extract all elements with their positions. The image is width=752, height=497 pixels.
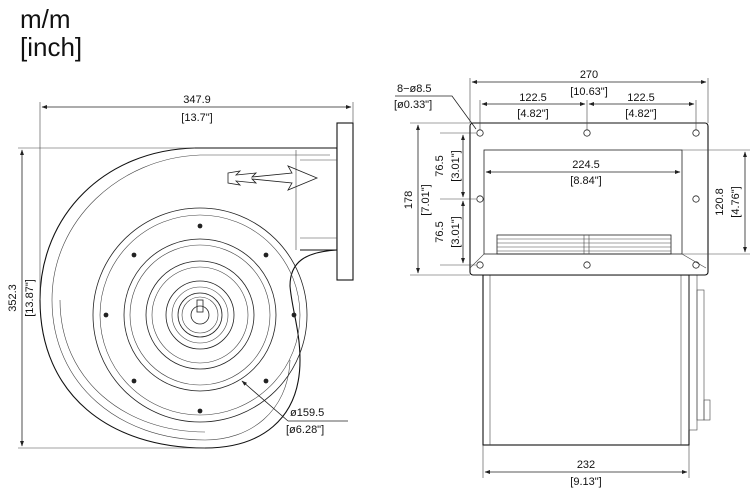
flange-height-mm: 178	[403, 191, 415, 209]
motor-mounting-holes	[103, 223, 297, 414]
front-height-mm: 352.3	[7, 284, 19, 312]
hole-pitch-right-mm: 122.5	[627, 92, 655, 104]
unit-secondary: [inch]	[20, 32, 83, 62]
opening-width-in: [8.84"]	[570, 175, 601, 187]
side-overall-width-mm: 270	[580, 69, 598, 81]
flange-holes	[476, 129, 700, 269]
front-width-mm: 347.9	[183, 94, 211, 106]
flange-height-in: [7.01"]	[420, 184, 432, 215]
lower-pitch-mm: 76.5	[434, 221, 446, 242]
hole-pitch-left-mm: 122.5	[519, 92, 547, 104]
opening-height-in: [4.76"]	[730, 186, 742, 217]
housing-width-in: [9.13"]	[570, 476, 601, 488]
side-overall-width-in: [10.63"]	[570, 86, 608, 98]
upper-pitch-in: [3.01"]	[450, 150, 462, 181]
shaft-hub	[190, 305, 210, 325]
front-view: 347.9 [13.7"] 352.3 [13.87"] ø159.5 [ø6.…	[7, 94, 354, 449]
unit-primary: m/m	[20, 4, 71, 34]
side-housing	[482, 274, 690, 446]
side-view: 8−ø8.5 [ø0.33"] 270 [10.63"] 122.5 [4.82…	[394, 69, 750, 488]
motor-diameter-in: [ø6.28"]	[286, 424, 324, 436]
hole-pitch-left-in: [4.82"]	[517, 108, 548, 120]
airflow-arrow-icon	[227, 165, 319, 191]
hole-pitch-right-in: [4.82"]	[625, 108, 656, 120]
front-height-in: [13.87"]	[24, 279, 36, 317]
scroll-housing	[39, 147, 338, 449]
front-width-in: [13.7"]	[181, 112, 212, 124]
flange-holes-spec-in: [ø0.33"]	[394, 99, 432, 111]
motor-diameter-mm: ø159.5	[290, 407, 324, 419]
opening-height-mm: 120.8	[714, 188, 726, 216]
upper-pitch-mm: 76.5	[434, 155, 446, 176]
flange-holes-spec-mm: 8−ø8.5	[397, 83, 432, 95]
lower-pitch-in: [3.01"]	[450, 216, 462, 247]
impeller-blades	[497, 235, 671, 254]
motor-flange-ring	[92, 207, 308, 423]
outlet-duct	[300, 147, 338, 251]
outlet-flange	[336, 122, 354, 281]
housing-width-mm: 232	[577, 459, 595, 471]
opening-width-mm: 224.5	[572, 159, 600, 171]
